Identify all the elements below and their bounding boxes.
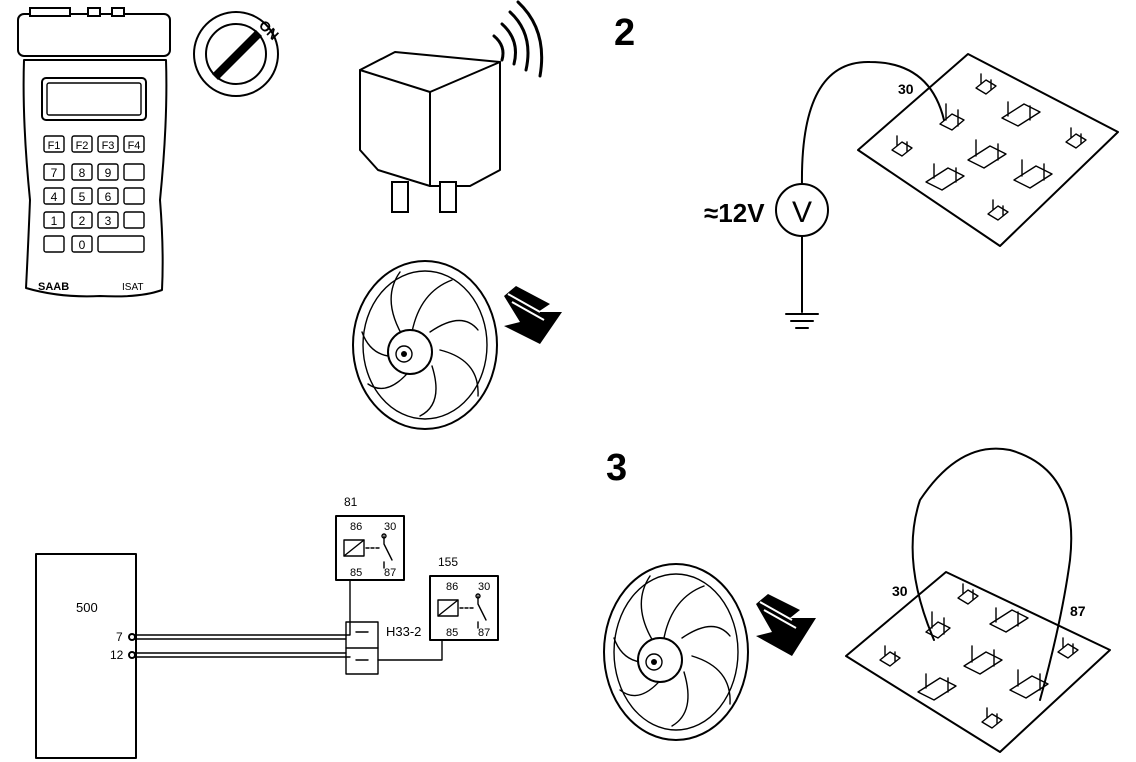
jumper-wire	[911, 447, 1073, 701]
relay-socket-step2: 30	[857, 53, 1119, 247]
sound-waves-icon	[492, 0, 544, 78]
step-2-number: 2	[614, 12, 635, 54]
key-3[interactable]	[97, 211, 119, 229]
relay-81-pin-87: 87	[384, 567, 396, 579]
key-9[interactable]	[97, 163, 119, 181]
ecu-label: 500	[76, 600, 98, 615]
key-aux-4[interactable]	[43, 235, 65, 253]
airflow-arrow-icon	[504, 286, 562, 344]
connector-label: H33-2	[386, 624, 421, 639]
key-3-label: 3	[105, 214, 112, 228]
test-lead	[800, 60, 945, 187]
fan-hub	[387, 329, 433, 375]
function-keys: F1 F2 F3 F4	[43, 135, 145, 153]
tester-display	[41, 77, 147, 121]
relay-click-illustration	[359, 0, 544, 213]
key-f2[interactable]	[71, 135, 93, 153]
relay-81-pin-85: 85	[350, 567, 362, 579]
ecu-pin-12-label: 12	[110, 648, 124, 662]
key-0[interactable]	[71, 235, 93, 253]
step-3-number: 3	[606, 447, 627, 489]
radiator-fan-bottom	[603, 563, 749, 741]
voltage-reading: ≈12V	[704, 198, 765, 228]
key-8[interactable]	[71, 163, 93, 181]
wire-pin7	[134, 579, 351, 636]
ignition-on-label: ON	[256, 17, 282, 43]
tester-connector-tab	[29, 7, 71, 17]
terminal-87-label: 87	[1070, 603, 1086, 619]
key-6[interactable]	[97, 187, 119, 205]
key-0-label: 0	[79, 238, 86, 252]
tester-brand: SAAB	[38, 281, 69, 293]
key-2-label: 2	[79, 214, 86, 228]
key-2[interactable]	[71, 211, 93, 229]
key-aux-2[interactable]	[123, 187, 145, 205]
key-5[interactable]	[71, 187, 93, 205]
relay-socket-step3: 30 87	[845, 447, 1111, 753]
airflow-arrow-icon-2	[756, 594, 816, 656]
ecu-box	[35, 553, 137, 759]
key-1-label: 1	[51, 214, 58, 228]
tester-model: ISAT	[122, 282, 143, 293]
relay-body	[359, 51, 501, 187]
relay-81-pin-86: 86	[350, 521, 362, 533]
ignition-key	[212, 30, 262, 80]
relay-155-id: 155	[438, 555, 458, 569]
relay-155-pin-30: 30	[478, 581, 490, 593]
key-5-label: 5	[79, 190, 86, 204]
key-4-label: 4	[51, 190, 58, 204]
tester-connector	[17, 13, 171, 57]
key-aux-1[interactable]	[123, 163, 145, 181]
tester-body	[22, 59, 168, 298]
key-1[interactable]	[43, 211, 65, 229]
key-f3[interactable]	[97, 135, 119, 153]
ground-icon	[785, 313, 819, 329]
relay-81-id: 81	[344, 495, 358, 509]
key-function-wide[interactable]	[97, 235, 145, 253]
key-f2-label: F2	[76, 140, 89, 152]
key-f3-label: F3	[102, 140, 115, 152]
relay-155-pin-85: 85	[446, 627, 458, 639]
key-7[interactable]	[43, 163, 65, 181]
terminal-30-label-2: 30	[892, 583, 908, 599]
numeric-keypad: 7 8 9 4 5 6 1 2 3 0	[43, 163, 145, 253]
key-7-label: 7	[51, 166, 58, 180]
relay-155-pin-86: 86	[446, 581, 458, 593]
key-8-label: 8	[79, 166, 86, 180]
key-aux-3[interactable]	[123, 211, 145, 229]
isat-tester: F1 F2 F3 F4 7 8 9 4 5 6 1	[17, 7, 171, 298]
key-f1[interactable]	[43, 135, 65, 153]
key-4[interactable]	[43, 187, 65, 205]
ignition-switch: ON	[193, 11, 282, 97]
relay-81-pin-30: 30	[384, 521, 396, 533]
relay-81	[335, 515, 405, 581]
key-9-label: 9	[105, 166, 112, 180]
key-f1-label: F1	[48, 140, 61, 152]
key-6-label: 6	[105, 190, 112, 204]
voltmeter-symbol: V	[792, 196, 812, 229]
key-f4[interactable]	[123, 135, 145, 153]
key-f4-label: F4	[128, 140, 141, 152]
relay-155-pin-87: 87	[478, 627, 490, 639]
terminal-30-label: 30	[898, 81, 914, 97]
ecu-pin-7-label: 7	[116, 630, 123, 644]
voltmeter-circuit: V ≈12V	[704, 60, 945, 329]
relay-155	[429, 575, 499, 641]
relay-pin-left	[391, 181, 409, 213]
wiring-schematic: 500 7 12 H33-2 81 86 30 85 87 155 86 30 …	[35, 495, 499, 759]
radiator-fan-top	[352, 260, 498, 430]
relay-pin-right	[439, 181, 457, 213]
